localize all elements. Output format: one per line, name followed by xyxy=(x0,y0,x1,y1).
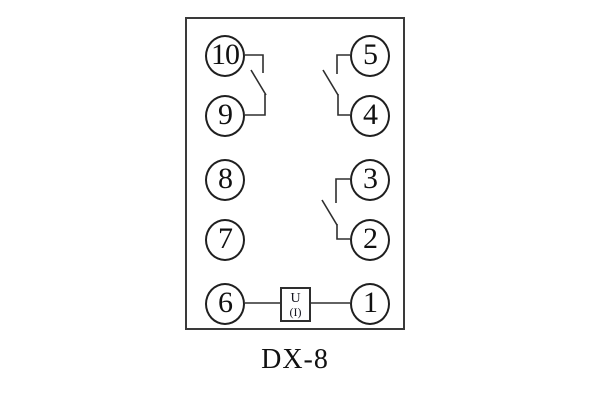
component-box-label-u: U xyxy=(290,290,301,306)
contact-switch-3-2 xyxy=(321,178,350,240)
panel-outline xyxy=(185,17,405,330)
contact-switch-5-4 xyxy=(322,54,350,116)
component-box-label-i: (I) xyxy=(289,304,302,319)
pin-circle-1: 1 xyxy=(350,283,390,325)
pin-circle-2: 2 xyxy=(350,219,390,261)
pin-circle-7: 7 xyxy=(205,219,245,261)
pin-circle-10: 10 xyxy=(205,35,245,77)
pin-circle-4: 4 xyxy=(350,95,390,137)
contact-switch-10-9 xyxy=(245,54,267,116)
pin-circle-8: 8 xyxy=(205,159,245,201)
pin-circle-3: 3 xyxy=(350,159,390,201)
pin-circle-9: 9 xyxy=(205,95,245,137)
diagram-caption: DX-8 xyxy=(261,344,329,375)
pin-circle-6: 6 xyxy=(205,283,245,325)
component-box-u-i: U (I) xyxy=(280,287,311,322)
pin-circle-5: 5 xyxy=(350,35,390,77)
